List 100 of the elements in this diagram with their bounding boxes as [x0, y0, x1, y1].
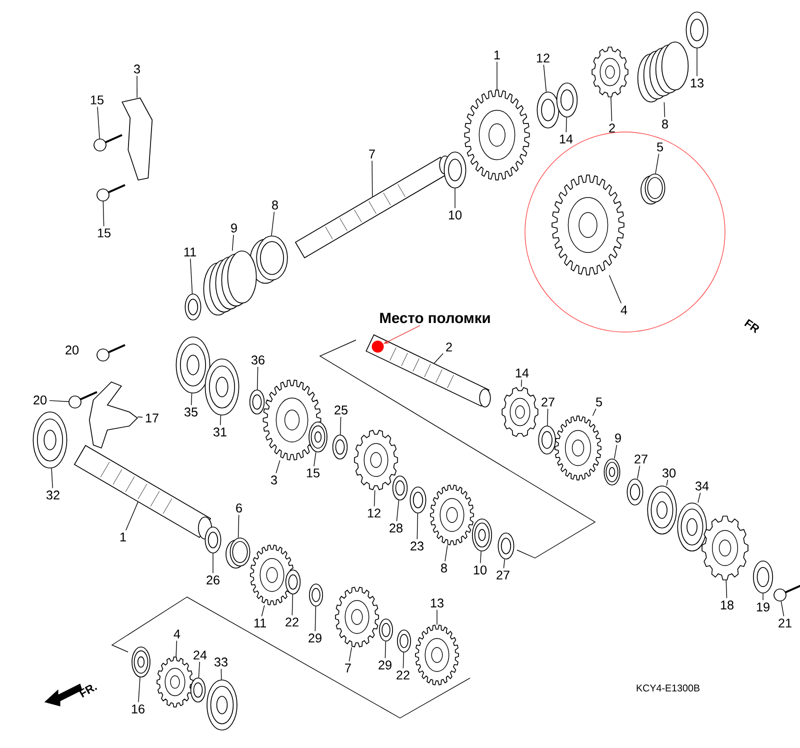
- direction-label: FR: [744, 318, 759, 334]
- shaft: [366, 334, 491, 408]
- callout-number: 32: [46, 490, 60, 500]
- bolt: [68, 391, 98, 408]
- callout-number: 35: [184, 408, 198, 416]
- washer: [184, 294, 202, 320]
- leader-line: [198, 661, 200, 678]
- leader-line: [271, 212, 275, 236]
- leader-line: [762, 592, 764, 600]
- bearing: [32, 412, 68, 468]
- washer: [538, 426, 556, 454]
- callout-number: 12: [536, 54, 550, 62]
- callout-number: 22: [396, 670, 410, 680]
- bushing: [226, 538, 250, 569]
- callout-number: 21: [778, 618, 792, 628]
- bracket: [122, 98, 153, 180]
- leader-line: [614, 444, 618, 460]
- washer: [332, 434, 348, 460]
- leader-line: [190, 258, 193, 294]
- leader-line: [396, 500, 400, 522]
- leader-line: [276, 460, 280, 474]
- bearing: [132, 646, 150, 678]
- leader-line: [136, 76, 138, 98]
- leader-line: [566, 116, 567, 133]
- leader-line: [314, 452, 316, 467]
- callout-number: 3: [270, 476, 277, 484]
- spring: [203, 250, 257, 316]
- bearing: [472, 518, 492, 552]
- bearing: [677, 502, 707, 552]
- leader-line: [314, 606, 316, 632]
- drawing-code: KCY4-E1300B: [636, 684, 700, 692]
- leader-line: [610, 96, 612, 122]
- callout-number: 8: [272, 200, 278, 210]
- callout-number: 24: [194, 650, 207, 660]
- callout-number: 20: [34, 396, 47, 404]
- callout-number: 25: [334, 406, 348, 414]
- gear: [592, 46, 628, 98]
- gear: [502, 386, 538, 438]
- leader-line: [176, 640, 178, 658]
- callout-number: 30: [662, 468, 676, 478]
- leader-line: [232, 234, 234, 252]
- leader-line: [348, 646, 352, 662]
- callout-number: 33: [214, 658, 228, 666]
- washer: [686, 12, 708, 48]
- callout-number: 6: [236, 504, 242, 512]
- leader-line: [480, 550, 482, 564]
- callout-number: 11: [184, 248, 196, 256]
- leader-line: [261, 604, 265, 617]
- bushing: [640, 174, 666, 204]
- leader-line: [256, 366, 258, 390]
- leader-line: [372, 160, 373, 198]
- callout-number: 29: [308, 634, 322, 642]
- leader-line: [137, 416, 143, 418]
- leader-line: [543, 64, 547, 92]
- callout-number: 14: [516, 368, 529, 378]
- callout-number: 13: [430, 598, 444, 608]
- callout-number: 1: [494, 50, 500, 60]
- callout-number: 8: [662, 120, 668, 128]
- callout-number: 22: [286, 618, 298, 626]
- washer: [249, 390, 265, 414]
- gear: [415, 624, 459, 686]
- bracket: [88, 382, 138, 449]
- callout-number: 27: [542, 398, 554, 406]
- leader-line: [726, 580, 728, 598]
- bearing: [604, 458, 620, 486]
- leader-line: [780, 600, 784, 617]
- bearing: [647, 486, 677, 534]
- washer: [752, 560, 774, 594]
- direction-label: FR.: [78, 684, 98, 698]
- callout-number: 12: [368, 508, 380, 518]
- leader-line: [126, 502, 138, 531]
- leader-line: [436, 610, 438, 626]
- washer: [556, 82, 578, 118]
- callout-number: 8: [441, 564, 447, 572]
- callout-number: 34: [695, 482, 709, 490]
- leader-line: [520, 379, 522, 388]
- leader-line: [608, 274, 622, 304]
- callout-number: 31: [213, 428, 226, 436]
- leader-line: [664, 102, 666, 118]
- washer: [285, 570, 301, 594]
- callout-number: 27: [634, 454, 648, 464]
- leader-line: [51, 468, 53, 488]
- leader-line: [592, 408, 596, 416]
- bolt: [94, 134, 122, 152]
- washer: [190, 678, 206, 702]
- washer: [396, 630, 412, 652]
- bolt: [96, 184, 126, 202]
- washer: [536, 92, 560, 128]
- leader-line: [637, 465, 640, 480]
- leader-line: [292, 594, 294, 616]
- callout-number: 28: [390, 524, 402, 532]
- gear: [464, 90, 530, 180]
- gear: [354, 430, 398, 490]
- callout-number: 4: [620, 306, 628, 314]
- note-label: Место поломки: [380, 312, 490, 324]
- callout-number: 7: [345, 664, 351, 672]
- bearing: [204, 358, 240, 416]
- callout-number: 19: [756, 602, 770, 612]
- callout-number: 11: [254, 618, 266, 628]
- leader-line: [220, 668, 222, 680]
